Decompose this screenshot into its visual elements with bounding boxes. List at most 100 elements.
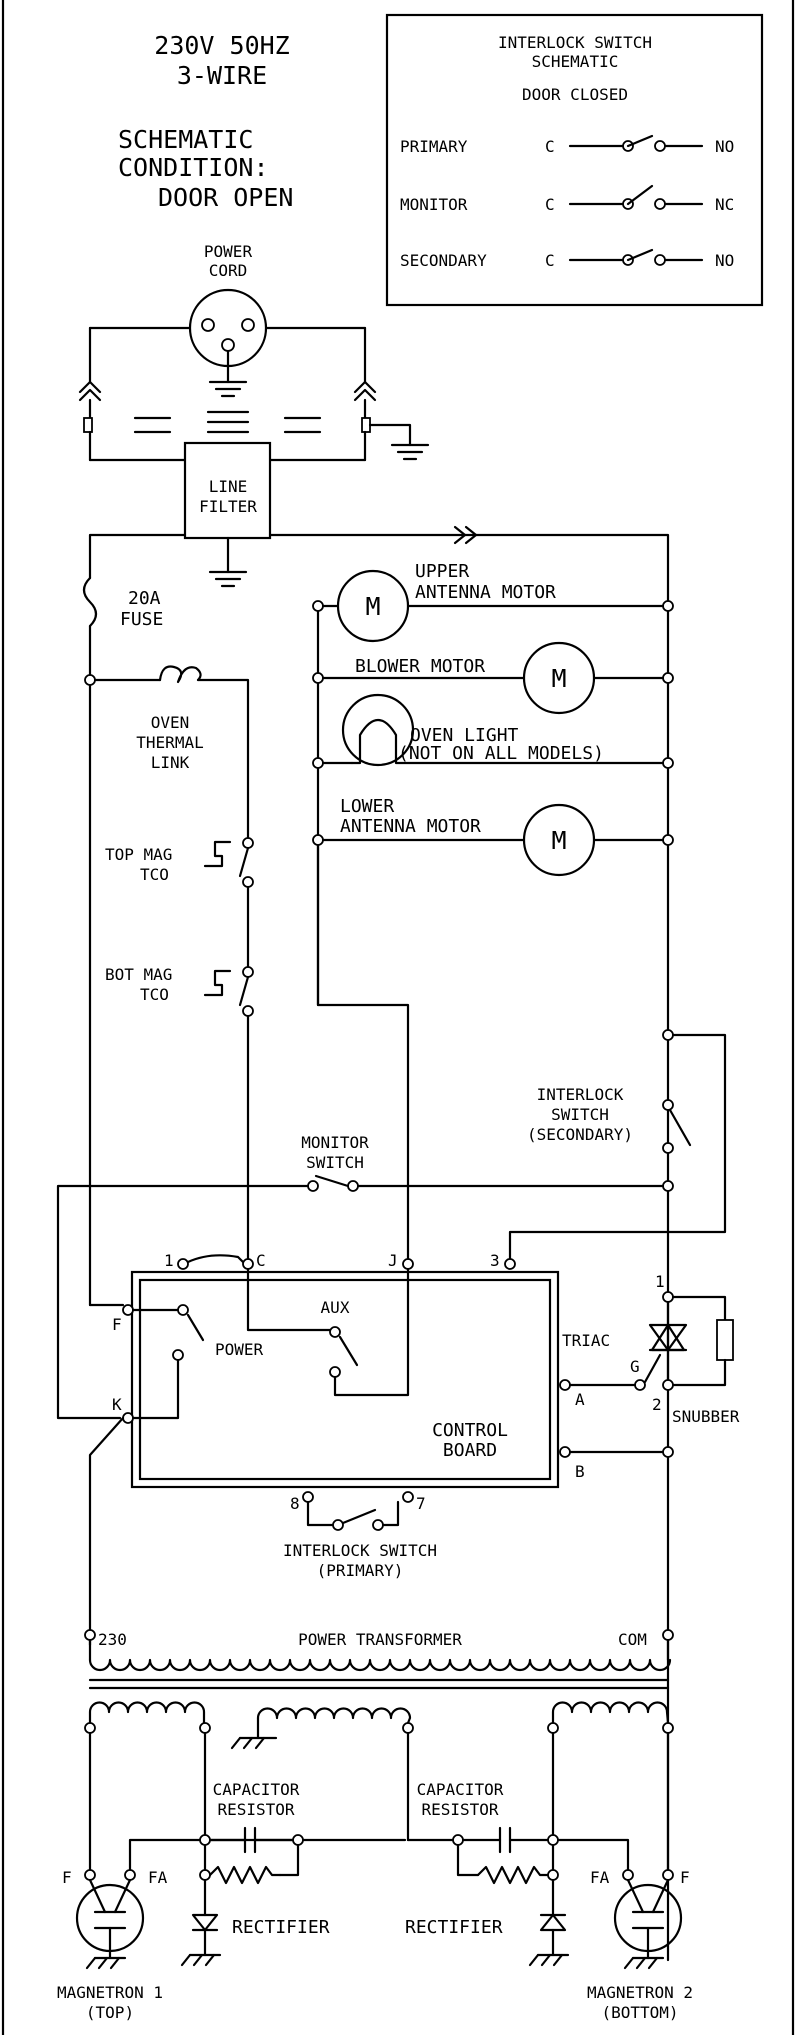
monitor-switch: MONITOR SWITCH <box>56 1133 674 1420</box>
connector-icon <box>78 380 102 394</box>
control-board: CONTROL BOARD 1 C J 3 F POWER K AUX <box>88 1251 665 1647</box>
mag2-label-2: (BOTTOM) <box>601 2003 678 2022</box>
condition-line3: DOOR OPEN <box>158 183 293 212</box>
board-label-2: BOARD <box>443 1440 497 1461</box>
condition-line1: SCHEMATIC <box>118 125 253 154</box>
bot-mag-label-1: BOT MAG <box>105 965 172 984</box>
interlock-legend: INTERLOCK SWITCH SCHEMATIC DOOR CLOSED P… <box>385 13 764 307</box>
legend-row-secondary: SECONDARY C NO <box>400 248 734 270</box>
ground-icon <box>390 443 430 461</box>
supply-spec: 230V 50HZ 3-WIRE <box>154 31 289 90</box>
legend-row-name: PRIMARY <box>400 137 468 156</box>
connector-arrow-icon <box>453 525 467 545</box>
line-filter-label-1: LINE <box>209 477 248 496</box>
tap-230: 230 <box>98 1630 127 1649</box>
supply-line1: 230V 50HZ <box>154 31 289 60</box>
cap-res-right-2: RESISTOR <box>421 1800 498 1819</box>
cap-res-right-1: CAPACITOR <box>417 1780 504 1799</box>
supply-wiring <box>88 525 670 1962</box>
snubber-resistor-icon <box>716 1319 734 1361</box>
transformer-label: POWER TRANSFORMER <box>298 1630 462 1649</box>
thermal-link-icon <box>158 665 202 684</box>
secondary-coil-mid-icon <box>256 1707 412 1725</box>
ground-icon <box>208 570 248 588</box>
interlock-pri-label-2: (PRIMARY) <box>317 1561 404 1580</box>
resistor-icon <box>208 1865 282 1885</box>
legend-row-primary: PRIMARY C NO <box>400 134 734 156</box>
triac-pin-G: G <box>630 1357 640 1376</box>
mag1-pin-FA: FA <box>148 1868 168 1887</box>
fuse-label-1: 20A <box>128 588 161 609</box>
top-mag-tco: TOP MAG TCO <box>105 837 254 969</box>
fuse-20a: 20A FUSE <box>82 576 163 1307</box>
legend-row-monitor: MONITOR C NC <box>400 184 734 214</box>
resistor-icon <box>476 1865 550 1885</box>
motor-symbol: M <box>551 664 566 693</box>
line-filter: LINE FILTER <box>183 441 272 588</box>
rectifier-left-label: RECTIFIER <box>232 1917 330 1938</box>
lower-motor-label-2: ANTENNA MOTOR <box>340 816 481 837</box>
power-cord-label-1: POWER <box>204 242 253 261</box>
mag1-label-1: MAGNETRON 1 <box>57 1983 163 2002</box>
pin-F: F <box>112 1315 122 1334</box>
power-transformer: 230 COM POWER TRANSFORMER <box>84 1629 674 1750</box>
motor-symbol: M <box>365 592 380 621</box>
pin-8: 8 <box>290 1494 300 1513</box>
upper-antenna-motor: M UPPER ANTENNA MOTOR <box>321 561 665 643</box>
cap-res-left-2: RESISTOR <box>217 1800 294 1819</box>
hv-left: CAPACITOR RESISTOR RECTIFIER F FA MAGNET… <box>57 1722 407 2022</box>
primary-coil-icon <box>88 1658 672 1672</box>
legend-contact: NO <box>715 251 734 270</box>
mag2-pin-FA: FA <box>590 1868 610 1887</box>
lower-motor-label-1: LOWER <box>340 796 394 817</box>
interlock-sec-label-2: SWITCH <box>551 1105 609 1124</box>
pin-A: A <box>575 1390 585 1409</box>
snubber-label: SNUBBER <box>672 1407 740 1426</box>
mag1-pin-F: F <box>62 1868 72 1887</box>
rectifier-right-label: RECTIFIER <box>405 1917 503 1938</box>
line-filter-label-2: FILTER <box>199 497 257 516</box>
legend-row-name: SECONDARY <box>400 251 487 270</box>
blower-motor: M BLOWER MOTOR <box>321 641 665 715</box>
oven-light-label-2: (NOT ON ALL MODELS) <box>398 743 604 764</box>
connector-icon <box>353 380 377 394</box>
aux-label: AUX <box>321 1298 350 1317</box>
pin-B: B <box>575 1462 585 1481</box>
blower-motor-label: BLOWER MOTOR <box>355 656 485 677</box>
secondary-coil-left-icon <box>88 1701 206 1725</box>
monitor-label-2: SWITCH <box>306 1153 364 1172</box>
ground-icon <box>230 1736 278 1750</box>
legend-title-2: SCHEMATIC <box>532 52 619 71</box>
rectifier-icon <box>539 1913 567 1932</box>
triac-label: TRIAC <box>562 1331 610 1350</box>
top-mag-label-2: TCO <box>140 865 169 884</box>
legend-row-name: MONITOR <box>400 195 468 214</box>
power-label: POWER <box>215 1340 264 1359</box>
load-bus-left <box>312 600 410 1262</box>
pin-1: 1 <box>164 1251 174 1270</box>
pin-7: 7 <box>416 1494 426 1513</box>
upper-motor-label-2: ANTENNA MOTOR <box>415 582 556 603</box>
ground-icon <box>208 380 248 398</box>
triac-snubber: 1 2 G TRIAC SNUBBER <box>562 1272 740 1458</box>
oven-thermal-link: OVEN THERMAL LINK <box>84 665 250 840</box>
legend-contact: NO <box>715 137 734 156</box>
monitor-label-1: MONITOR <box>301 1133 369 1152</box>
power-cord: POWER CORD <box>78 242 430 462</box>
board-label-1: CONTROL <box>432 1420 508 1441</box>
pin-3: 3 <box>490 1251 500 1270</box>
fuse-icon <box>82 576 98 628</box>
pin-J: J <box>388 1251 398 1270</box>
motor-symbol: M <box>551 826 566 855</box>
fuse-label-2: FUSE <box>120 609 163 630</box>
mag1-label-2: (TOP) <box>86 2003 134 2022</box>
rectifier-icon <box>191 1913 219 1932</box>
thermal-label-3: LINK <box>151 753 190 772</box>
secondary-coil-right-icon <box>551 1701 670 1725</box>
bot-mag-label-2: TCO <box>140 985 169 1004</box>
mag2-label-1: MAGNETRON 2 <box>587 1983 693 2002</box>
thermal-label-2: THERMAL <box>136 733 203 752</box>
mag2-pin-F: F <box>680 1868 690 1887</box>
